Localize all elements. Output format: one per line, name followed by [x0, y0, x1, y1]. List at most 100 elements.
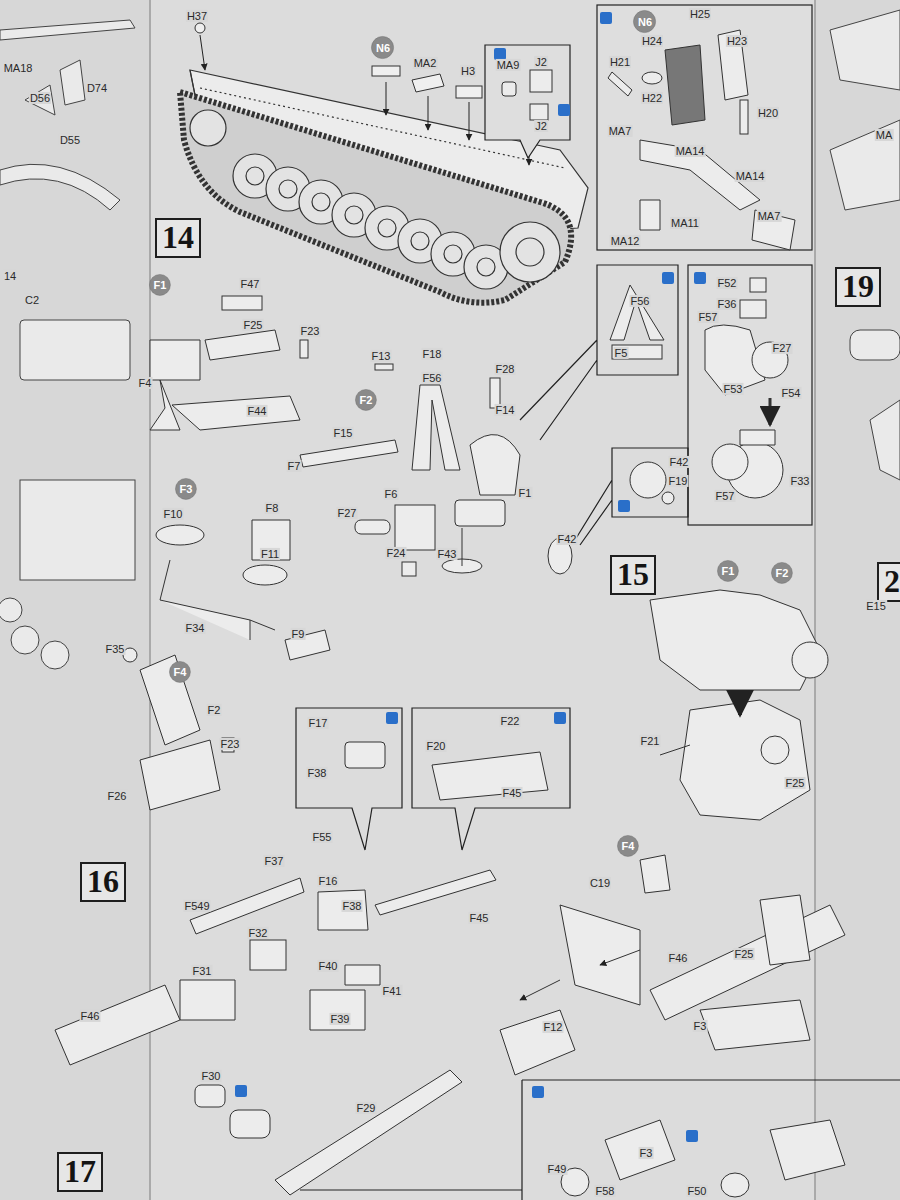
n6-detail-parts [530, 70, 552, 92]
paint-icons [554, 712, 566, 724]
step-16-parts [250, 940, 286, 970]
assembly-arrows [386, 82, 387, 115]
step-17-parts [770, 1120, 845, 1180]
sub-assembly-marker: F4 [617, 835, 639, 857]
step-16-parts [310, 990, 365, 1030]
part-number: F19 [668, 475, 689, 487]
part-number: F40 [318, 960, 339, 972]
sub-assembly-marker: F1 [717, 560, 739, 582]
part-number: F52 [717, 277, 738, 289]
marker-code: F2 [776, 567, 789, 579]
neighbour-page-parts [25, 85, 55, 115]
n6-detail-parts [752, 210, 795, 250]
part-number: F16 [318, 875, 339, 887]
step-16-parts [600, 950, 640, 965]
sub-assembly-marker: F3 [175, 478, 197, 500]
part-number: F25 [785, 777, 806, 789]
step-14-parts [300, 340, 308, 358]
callout-frames [485, 45, 570, 158]
part-number: H20 [757, 107, 779, 119]
hull-fittings [372, 66, 400, 76]
sub-assembly-marker: F2 [355, 389, 377, 411]
road-wheels [312, 193, 330, 211]
step-number: 15 [610, 555, 656, 595]
callout-frames [412, 708, 570, 850]
part-number: D56 [29, 92, 51, 104]
step-label: 16 [87, 865, 119, 899]
part-number: F42 [669, 456, 690, 468]
step-16-parts [650, 905, 845, 1020]
step-number: 19 [835, 267, 881, 307]
marker-circle [150, 275, 171, 296]
step-number: 16 [80, 862, 126, 902]
neighbour-page-parts [20, 480, 135, 580]
detail-box-parts [610, 285, 664, 340]
part-number: MA2 [413, 57, 438, 69]
detail-box-parts [662, 492, 674, 504]
detail-box-parts [610, 278, 788, 504]
step-17-parts [721, 1173, 749, 1197]
part-number: F30 [201, 1070, 222, 1082]
marker-code: N6 [638, 16, 652, 28]
step-16-parts [520, 980, 560, 1000]
n6-detail-parts [502, 30, 795, 250]
step-15-parts [660, 745, 690, 755]
part-number: F14 [495, 404, 516, 416]
part-number: F45 [469, 912, 490, 924]
part-number: 14 [3, 270, 17, 282]
step-16-parts [345, 742, 385, 768]
step-15-parts [761, 736, 789, 764]
part-number: F1 [518, 487, 533, 499]
part-number: F15 [333, 427, 354, 439]
part-number: F7 [287, 460, 302, 472]
part-number: F21 [640, 735, 661, 747]
step-14-parts [222, 296, 262, 310]
marker-circle [718, 561, 739, 582]
step-label: 19 [842, 270, 874, 304]
road-wheels [345, 206, 363, 224]
n6-detail-parts [530, 104, 548, 120]
step-16-parts [640, 855, 670, 893]
marker-circle [372, 37, 394, 59]
part-number: F8 [265, 502, 280, 514]
part-number: F57 [698, 311, 719, 323]
part-number: F45 [502, 787, 523, 799]
step-16-parts [432, 752, 548, 800]
part-number: F28 [495, 363, 516, 375]
part-number: F33 [790, 475, 811, 487]
assembly-arrows [200, 35, 529, 165]
part-number: F46 [80, 1010, 101, 1022]
part-number: MA18 [3, 62, 34, 74]
callout-frames [296, 5, 900, 1200]
road-wheels [516, 238, 544, 266]
part-number: F9 [291, 628, 306, 640]
step-14-parts [172, 396, 300, 430]
step-14-parts [402, 562, 416, 576]
neighbour-page-parts [830, 10, 900, 90]
step-14-parts [150, 340, 200, 380]
part-number: F27 [337, 507, 358, 519]
detail-box-parts [740, 300, 766, 318]
part-number: F34 [185, 622, 206, 634]
marker-code: F1 [722, 565, 735, 577]
marker-circle [618, 836, 639, 857]
part-number: F55 [312, 831, 333, 843]
step-14-parts [205, 330, 280, 360]
paint-icons [235, 12, 706, 1142]
part-number: F38 [342, 900, 363, 912]
sub-assembly-marker: F2 [771, 562, 793, 584]
step-number: 14 [155, 218, 201, 258]
assembly-arrows [469, 102, 470, 140]
step-14-parts [300, 440, 398, 467]
part-number: F47 [240, 278, 261, 290]
step-15-parts [792, 642, 828, 678]
part-number: J2 [534, 56, 548, 68]
sub-assembly-marker: F4 [169, 661, 191, 683]
part-number: F56 [422, 372, 443, 384]
step-16-parts [375, 870, 496, 915]
part-number: F36 [717, 298, 738, 310]
step-15-parts [738, 695, 742, 715]
sub-assembly-marker: N6 [371, 36, 394, 59]
marker-code: N6 [376, 42, 390, 54]
